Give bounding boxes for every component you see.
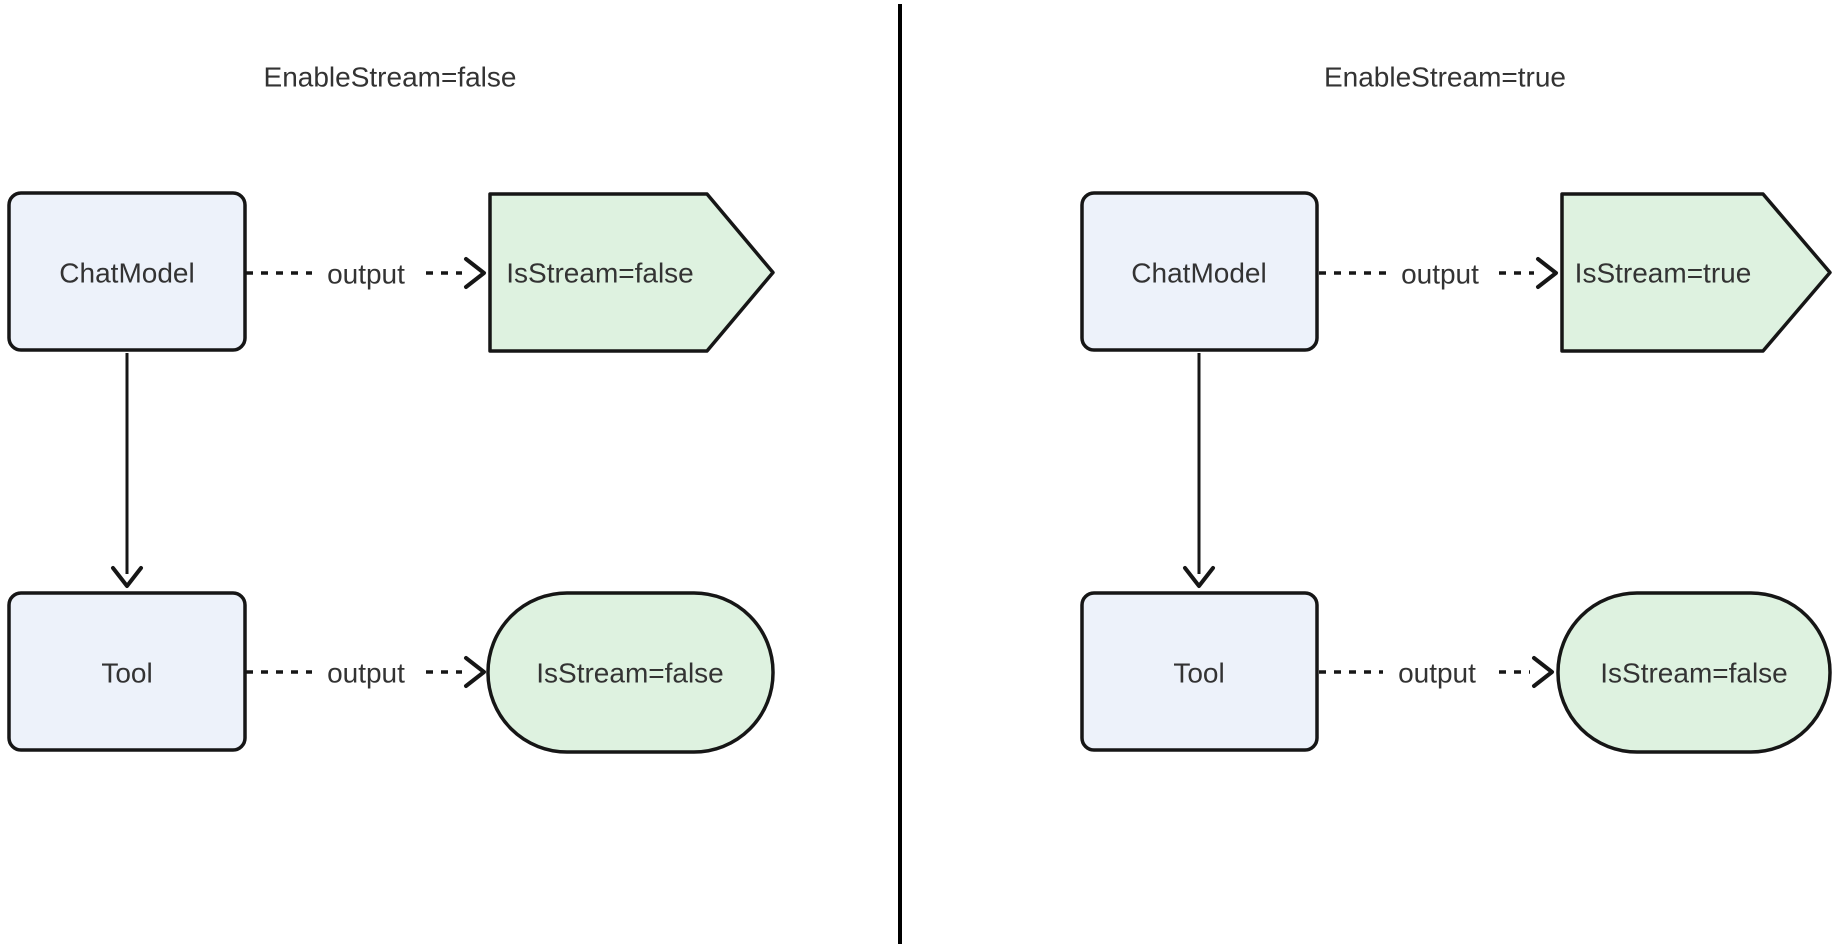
chatmodel-node (1080, 191, 1319, 352)
tool-node (1080, 591, 1319, 752)
arrowhead-right-icon (464, 656, 486, 688)
tool-result-label: IsStream=false (536, 658, 724, 689)
edge-label-background (1386, 251, 1494, 295)
chatmodel-output-edge-label: output (1401, 259, 1479, 290)
arrowhead-down-icon (111, 566, 143, 588)
edge-label-background (312, 251, 420, 295)
panel-enablestream-true: EnableStream=true ChatModel output IsStr… (1080, 62, 1832, 754)
tool-result-stadium-node (1556, 591, 1832, 754)
tool-output-edge-label: output (1398, 658, 1476, 689)
arrowhead-right-icon (1536, 257, 1558, 289)
chatmodel-label: ChatModel (1131, 258, 1266, 289)
chatmodel-node (7, 191, 247, 352)
chatmodel-label: ChatModel (59, 258, 194, 289)
chatmodel-result-pentagon-node (488, 192, 775, 353)
arrowhead-down-icon (1183, 566, 1215, 588)
chatmodel-output-edge-label: output (327, 259, 405, 290)
tool-label: Tool (101, 658, 152, 689)
tool-result-stadium-node (486, 591, 775, 754)
tool-output-edge-label: output (327, 658, 405, 689)
tool-label: Tool (1173, 658, 1224, 689)
panel-enablestream-false: EnableStream=false ChatModel output IsSt… (7, 62, 775, 754)
chatmodel-result-pentagon-node (1560, 192, 1832, 353)
chatmodel-result-label: IsStream=true (1575, 258, 1752, 289)
edge-label-background (1383, 650, 1491, 694)
arrowhead-right-icon (464, 257, 486, 289)
edge-label-background (312, 650, 420, 694)
chatmodel-result-label: IsStream=false (506, 258, 694, 289)
arrowhead-right-icon (1532, 656, 1554, 688)
panel-title: EnableStream=false (264, 62, 517, 93)
panel-title: EnableStream=true (1324, 62, 1566, 93)
tool-result-label: IsStream=false (1600, 658, 1788, 689)
tool-node (7, 591, 247, 752)
